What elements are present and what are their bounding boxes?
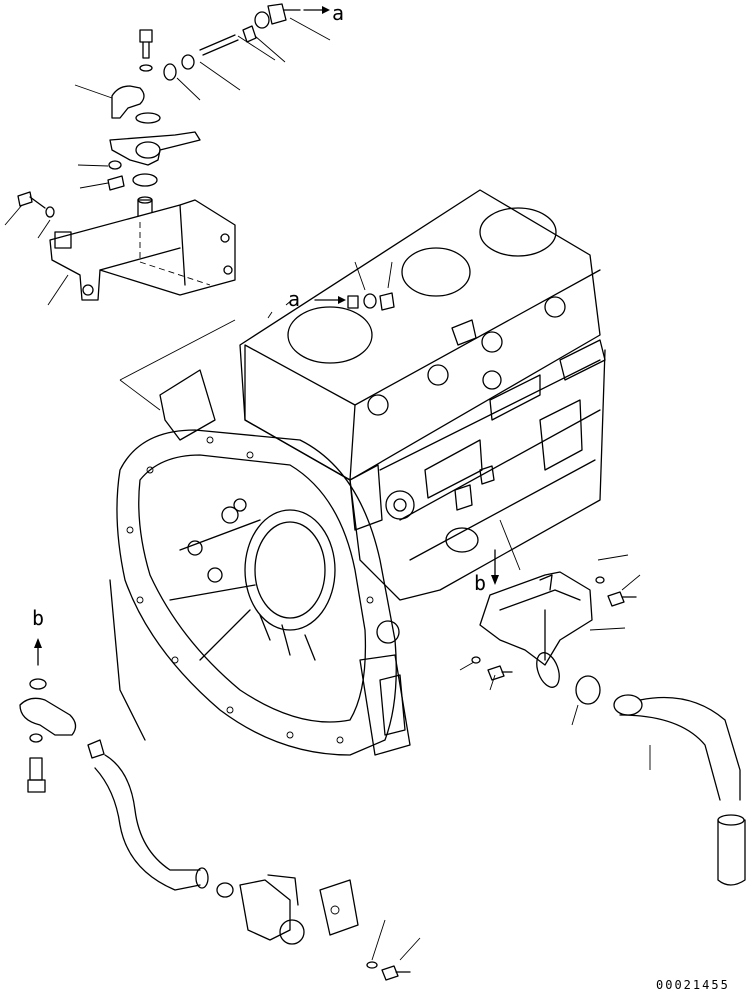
- right-hose: [571, 675, 746, 886]
- drawing-code: 00021455: [656, 978, 730, 992]
- breather-bracket-assembly: [4, 3, 331, 411]
- right-bracket-assembly: [459, 519, 641, 691]
- center-fitting: [314, 261, 395, 311]
- ref-label-a-top: a: [332, 1, 344, 25]
- engine-block: [239, 189, 606, 601]
- ref-label-b-mid: b: [474, 571, 486, 595]
- left-oil-line: [19, 638, 421, 981]
- ref-label-b-left: b: [32, 606, 44, 630]
- flywheel-housing: [109, 369, 411, 756]
- ref-label-a-mid: a: [288, 287, 300, 311]
